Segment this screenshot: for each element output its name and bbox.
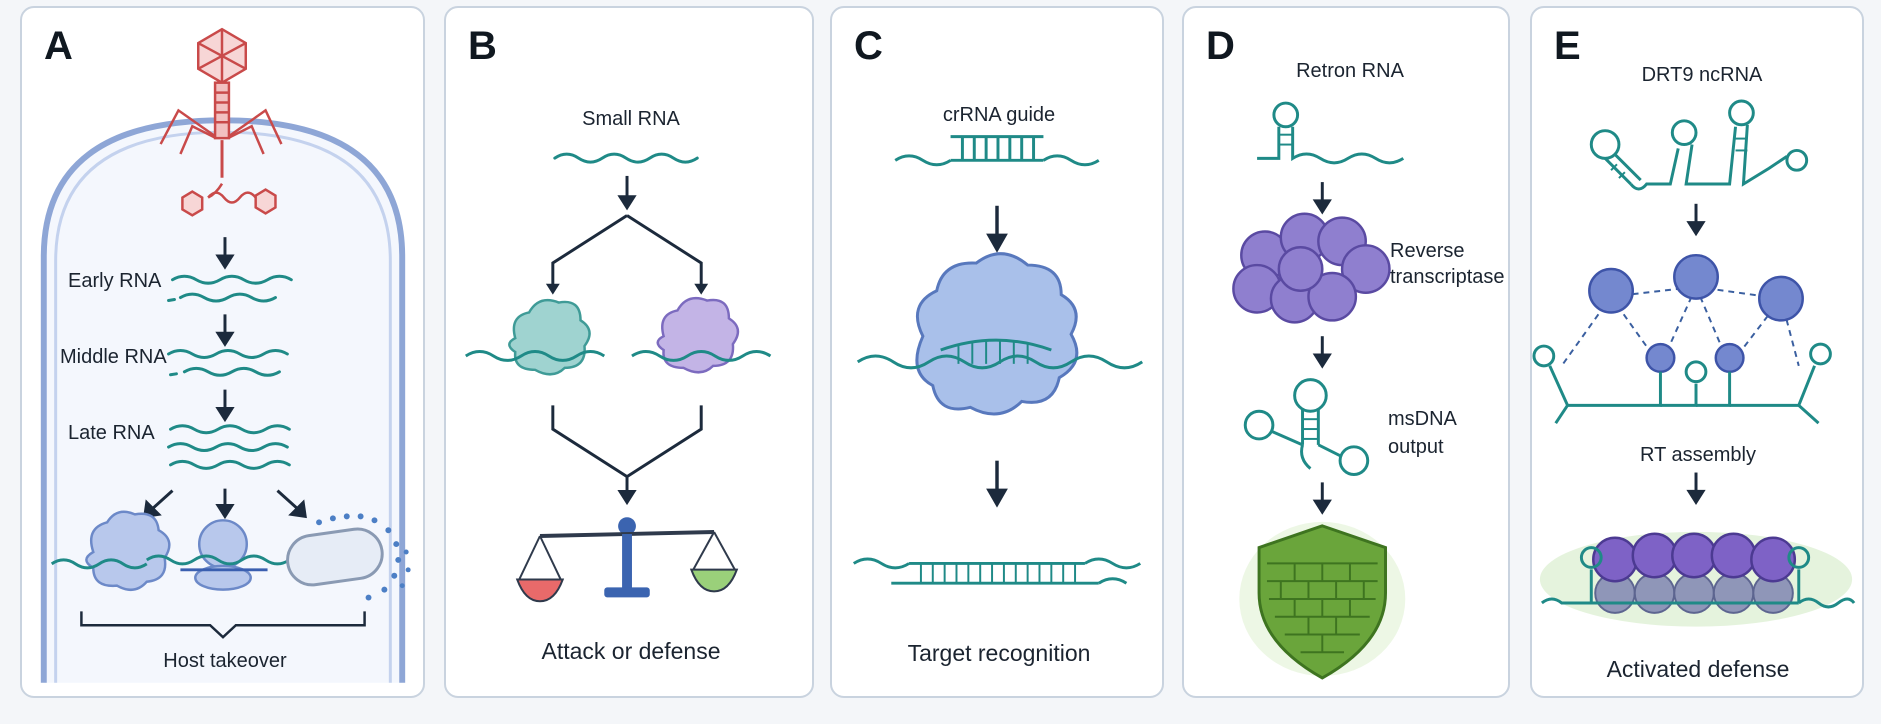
activated-defense-icon [1539, 531, 1856, 627]
rt-assembly-label: RT assembly [1640, 444, 1756, 466]
early-rna-label: Early RNA [68, 270, 162, 292]
reverse-transcriptase-label-line1: Reverse [1390, 240, 1465, 262]
msdna-icon [1243, 378, 1370, 476]
late-rna-label: Late RNA [68, 422, 155, 444]
panel-letter: D [1206, 24, 1235, 68]
crrna-guide-icon [894, 135, 1100, 167]
panel-a-artwork [40, 27, 411, 683]
panel-e: E DRT9 ncRNA RT assembly Activated defen… [1530, 6, 1864, 698]
host-cell-envelope [40, 117, 406, 683]
target-recognition-label: Target recognition [907, 640, 1091, 666]
panel-letter: A [44, 24, 73, 68]
target-duplex-icon [852, 557, 1142, 585]
lysing-cell-icon [286, 513, 411, 601]
small-rna-icon [553, 152, 699, 164]
drt9-ncrna-label: DRT9 ncRNA [1641, 64, 1763, 86]
activated-defense-label: Activated defense [1606, 656, 1790, 682]
panel-b-artwork [464, 152, 772, 603]
balance-scale-icon [515, 517, 739, 603]
crrna-guide-label: crRNA guide [942, 104, 1056, 126]
retron-rna-icon [1257, 101, 1405, 165]
rt-assembly-icon [1532, 253, 1832, 425]
reverse-transcriptase-icon [1232, 212, 1391, 324]
panel-c-artwork [852, 135, 1144, 585]
retron-rna-label: Retron RNA [1296, 60, 1404, 82]
panel-d: D Retron RNA Reverse transcriptase msDNA… [1182, 6, 1510, 698]
ribosome-icon [145, 519, 291, 591]
panel-b: B Small RNA Attack or defense [444, 6, 814, 698]
protein-complex-icon [50, 510, 171, 591]
drt9-ncrna-icon [1589, 99, 1809, 191]
defense-shield-icon [1239, 521, 1406, 680]
phage-dna-icon [181, 183, 277, 217]
panel-letter: C [854, 24, 883, 68]
phage-icon [159, 27, 283, 178]
viral-rna-icon [167, 274, 293, 470]
panel-a: A Early RNA Middle RNA Late RNA Host tak… [20, 6, 425, 698]
panel-letter: B [468, 24, 497, 68]
attack-or-defense-label: Attack or defense [541, 638, 721, 664]
purple-protein-icon [631, 296, 772, 374]
takeover-bracket [80, 611, 366, 639]
host-takeover-label: Host takeover [163, 650, 287, 672]
reverse-transcriptase-label-line2: transcriptase [1390, 266, 1505, 288]
cas-protein-icon [856, 252, 1144, 416]
teal-protein-icon [464, 298, 606, 376]
panel-e-artwork [1532, 99, 1856, 627]
panel-c: C crRNA guide Target recognition [830, 6, 1164, 698]
panel-letter: E [1554, 24, 1581, 68]
msdna-output-label-line1: msDNA [1388, 408, 1457, 430]
middle-rna-label: Middle RNA [60, 346, 167, 368]
msdna-output-label-line2: output [1388, 436, 1444, 458]
panel-d-artwork [1232, 101, 1406, 680]
small-rna-label: Small RNA [582, 108, 680, 130]
